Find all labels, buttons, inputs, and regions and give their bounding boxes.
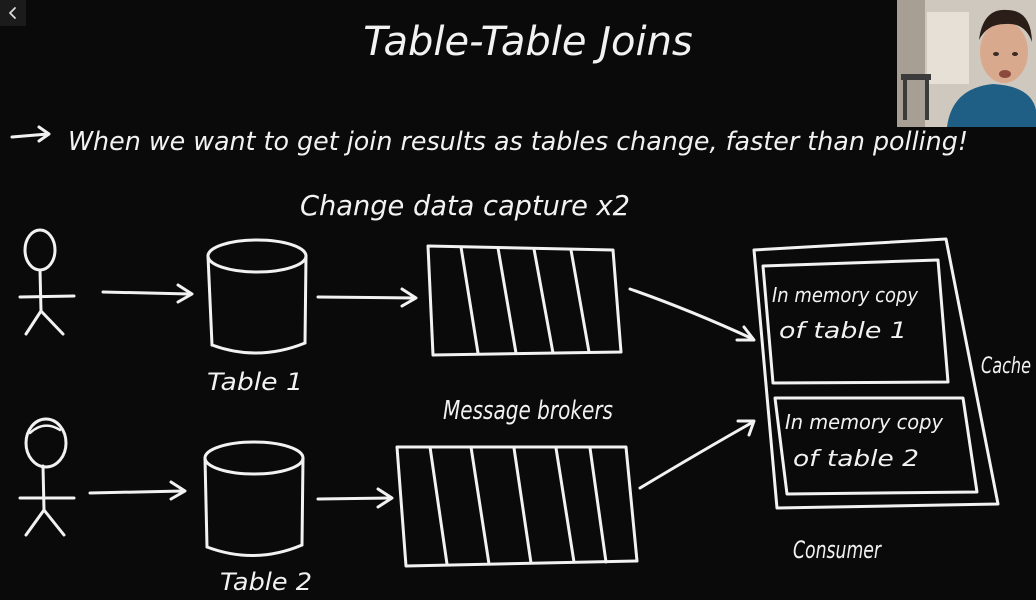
- arrow-broker1-to-consumer: [628, 287, 756, 342]
- memory-copy-table1-line2: of table 1: [779, 319, 907, 344]
- database-cylinder-table2: [203, 440, 305, 557]
- memory-copy-table2-box: [773, 396, 979, 496]
- arrow-table2-to-broker2: [316, 487, 394, 509]
- memory-copy-table1-box: [761, 258, 950, 385]
- memory-copy-table2-line1: In memory copy: [785, 410, 944, 434]
- message-brokers-label: Message brokers: [443, 396, 613, 426]
- back-button[interactable]: [0, 0, 26, 26]
- table1-label: Table 1: [207, 368, 303, 396]
- table2-label: Table 2: [220, 568, 312, 596]
- chevron-left-icon: [9, 7, 16, 19]
- bullet-text: When we want to get join results as tabl…: [68, 127, 968, 157]
- consumer-label: Consumer: [793, 536, 883, 564]
- message-broker-1: [426, 244, 623, 357]
- slide-title: Table-Table Joins: [363, 19, 693, 65]
- database-cylinder-table1: [206, 238, 308, 355]
- bullet-arrow-icon: [10, 125, 51, 143]
- user-figure-1: [18, 228, 76, 336]
- message-broker-2: [395, 445, 639, 568]
- arrow-user2-to-table2: [88, 480, 187, 501]
- webcam-video: [897, 0, 1036, 127]
- memory-copy-table1-line1: In memory copy: [772, 283, 919, 307]
- memory-copy-table2-line2: of table 2: [793, 447, 919, 472]
- consumer-box: [752, 237, 1000, 510]
- cache-label: Cache: [981, 354, 1031, 379]
- user-figure-2: [18, 417, 76, 537]
- presenter-avatar: [897, 0, 1036, 127]
- cdc-label: Change data capture x2: [300, 189, 630, 222]
- arrow-table1-to-broker1: [316, 287, 418, 308]
- arrow-user1-to-table1: [101, 283, 194, 304]
- arrow-broker2-to-consumer: [638, 419, 756, 490]
